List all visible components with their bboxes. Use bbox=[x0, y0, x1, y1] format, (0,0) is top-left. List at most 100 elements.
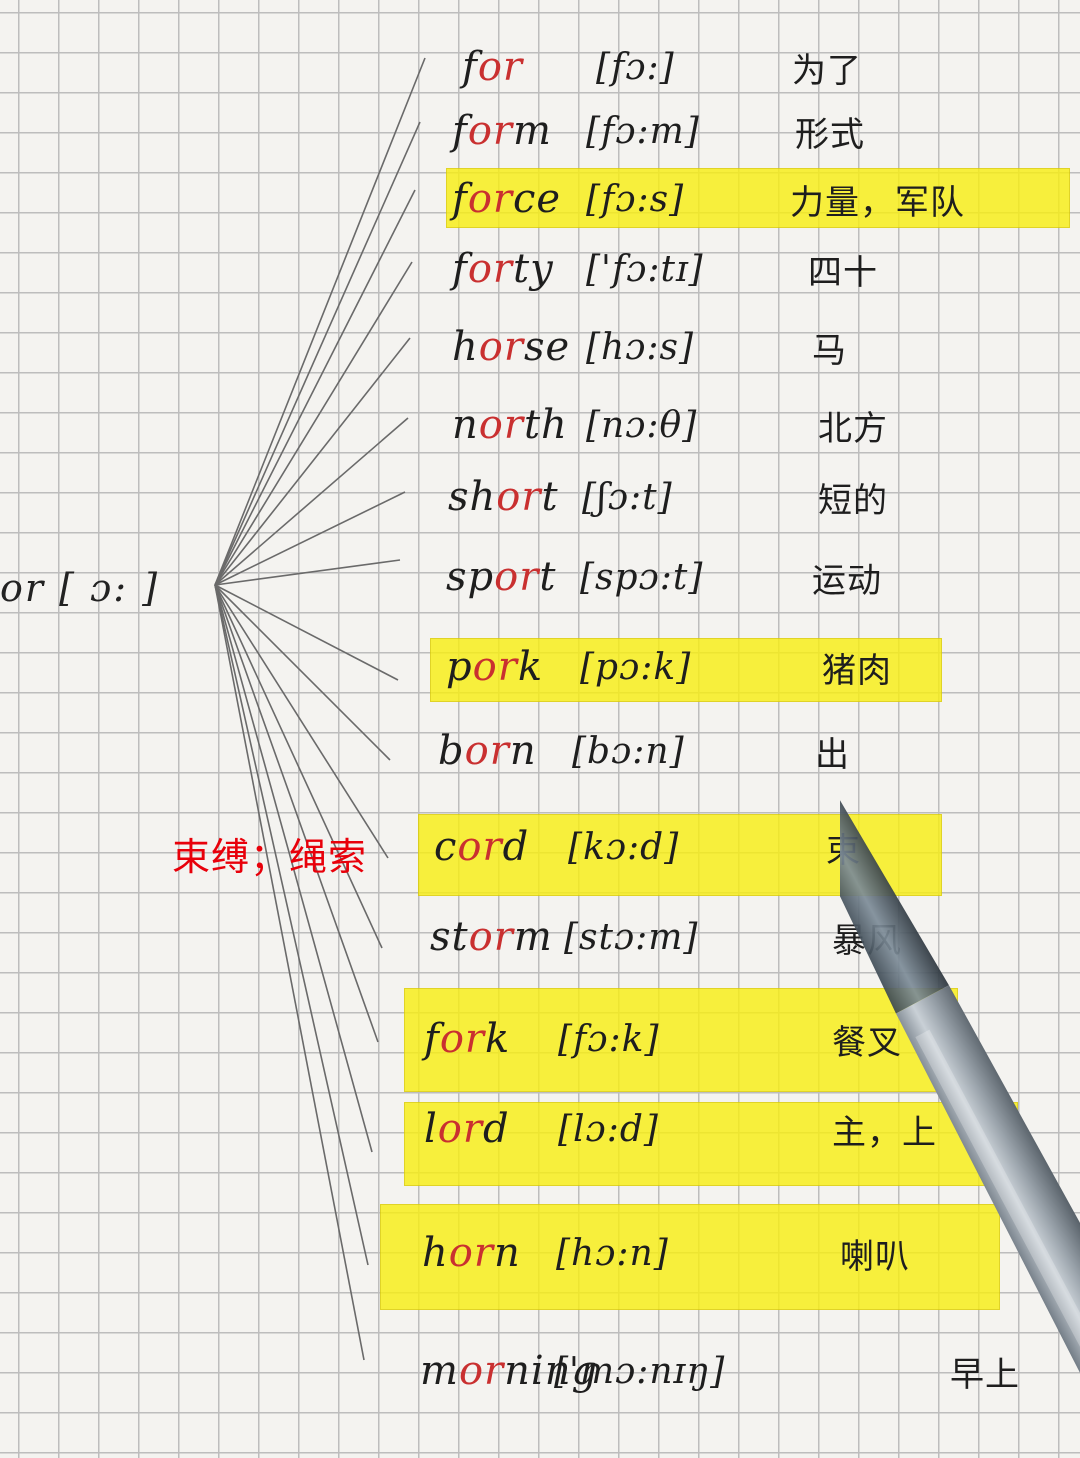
word: storm bbox=[430, 914, 558, 960]
word-row: horn[hɔ:n] bbox=[422, 1224, 669, 1282]
meaning-row: 出 bbox=[815, 722, 850, 780]
meaning-row: 力量，军队 bbox=[790, 170, 965, 228]
word-suffix: th bbox=[523, 402, 568, 448]
word-prefix: p bbox=[446, 644, 473, 690]
meaning: 早上 bbox=[950, 1354, 1020, 1395]
word-prefix: f bbox=[462, 44, 478, 90]
word-vowel: or bbox=[437, 1106, 483, 1152]
connector-line bbox=[214, 491, 406, 586]
meaning: 力量，军队 bbox=[790, 182, 965, 223]
connector-line bbox=[214, 584, 383, 949]
word-row: for[fɔ:] bbox=[462, 38, 675, 96]
word-prefix: f bbox=[424, 1016, 440, 1062]
word-prefix: f bbox=[452, 246, 468, 292]
meaning-row: 为了 bbox=[792, 38, 862, 96]
meaning: 短的 bbox=[818, 480, 888, 521]
meaning: 餐叉 bbox=[832, 1022, 902, 1063]
word-prefix: sh bbox=[448, 474, 497, 520]
word-vowel: or bbox=[467, 246, 514, 292]
word-suffix: t bbox=[541, 474, 559, 520]
meaning: 为了 bbox=[792, 50, 862, 91]
meaning-row: 形式 bbox=[795, 102, 865, 160]
ipa: ['fɔ:tɪ] bbox=[586, 248, 704, 290]
word-suffix: t bbox=[539, 554, 557, 600]
meaning-row: 猪肉 bbox=[822, 638, 892, 696]
connector-line bbox=[214, 584, 389, 859]
ipa: [ʃɔ:t] bbox=[582, 476, 673, 518]
word-row: morning['mɔ:nɪŋ] bbox=[420, 1342, 725, 1400]
word: short bbox=[448, 474, 576, 520]
word-row: fork[fɔ:k] bbox=[424, 1010, 660, 1068]
word-vowel: or bbox=[467, 108, 514, 154]
word-vowel: or bbox=[478, 402, 524, 448]
meaning-row: 喇叭 bbox=[840, 1224, 910, 1282]
word: cord bbox=[434, 824, 562, 870]
meaning: 出 bbox=[815, 734, 850, 775]
word-suffix: d bbox=[502, 824, 530, 870]
word-prefix: h bbox=[422, 1230, 449, 1276]
word-vowel: or bbox=[472, 644, 518, 690]
word-vowel: or bbox=[468, 914, 514, 960]
word-prefix: st bbox=[430, 914, 469, 960]
ipa: [stɔ:m] bbox=[564, 916, 699, 958]
meaning-row: 运动 bbox=[812, 548, 882, 606]
highlight-box bbox=[404, 1102, 1018, 1186]
word-row: form[fɔ:m] bbox=[452, 102, 700, 160]
word-suffix: k bbox=[485, 1016, 511, 1062]
connector-line bbox=[214, 121, 421, 586]
connector-line bbox=[214, 584, 399, 681]
connector-line bbox=[214, 584, 373, 1153]
word-prefix: b bbox=[438, 728, 465, 774]
word: horn bbox=[422, 1230, 550, 1276]
word-row: horse[hɔ:s] bbox=[452, 318, 694, 376]
highlight-box bbox=[446, 168, 1070, 228]
connector-line bbox=[214, 261, 413, 586]
word-row: cord[kɔ:d] bbox=[434, 818, 679, 876]
connector-line bbox=[214, 584, 379, 1043]
meaning: 北方 bbox=[818, 408, 888, 449]
word-suffix: m bbox=[513, 108, 552, 154]
word: fork bbox=[424, 1016, 552, 1062]
word: form bbox=[452, 108, 580, 154]
meaning-row: 主，上 bbox=[832, 1100, 937, 1158]
word: sport bbox=[446, 554, 574, 600]
word-prefix: f bbox=[452, 108, 468, 154]
meaning-row: 短的 bbox=[818, 468, 888, 526]
word-row: pork[pɔ:k] bbox=[446, 638, 691, 696]
word-vowel: or bbox=[448, 1230, 494, 1276]
word-suffix: se bbox=[523, 324, 571, 370]
word-prefix: h bbox=[452, 324, 479, 370]
meaning: 主，上 bbox=[832, 1112, 937, 1153]
word-prefix: n bbox=[452, 402, 479, 448]
ipa: [kɔ:d] bbox=[568, 826, 680, 868]
ipa: [fɔ:k] bbox=[558, 1018, 660, 1060]
word-suffix: ning bbox=[504, 1348, 599, 1394]
word-suffix: n bbox=[509, 728, 537, 774]
meaning-row: 马 bbox=[812, 318, 847, 376]
red-annotation: 束缚；绳索 bbox=[172, 835, 368, 879]
ipa: [lɔ:d] bbox=[558, 1108, 659, 1150]
meaning-row: 四十 bbox=[808, 240, 878, 298]
ipa: ['mɔ:nɪŋ] bbox=[554, 1350, 726, 1392]
word-vowel: or bbox=[439, 1016, 486, 1062]
word-prefix: f bbox=[452, 176, 468, 222]
connector-line bbox=[214, 584, 369, 1266]
root-sound-label: or [ ɔ: ] bbox=[0, 566, 160, 610]
word-suffix: ty bbox=[513, 246, 554, 292]
word-suffix: n bbox=[493, 1230, 521, 1276]
word-row: storm[stɔ:m] bbox=[430, 908, 698, 966]
connector-line bbox=[214, 57, 426, 586]
word: horse bbox=[452, 324, 580, 370]
word-prefix: m bbox=[420, 1348, 459, 1394]
word-vowel: or bbox=[458, 1348, 505, 1394]
word-vowel: or bbox=[496, 474, 542, 520]
word-vowel: or bbox=[494, 554, 540, 600]
ipa: [hɔ:s] bbox=[586, 326, 695, 368]
word: morning bbox=[420, 1348, 597, 1394]
word: north bbox=[452, 402, 580, 448]
word: for bbox=[462, 44, 590, 90]
word-row: forty ['fɔ:tɪ] bbox=[452, 240, 704, 298]
meaning: 运动 bbox=[812, 560, 882, 601]
word-row: short[ʃɔ:t] bbox=[448, 468, 673, 526]
